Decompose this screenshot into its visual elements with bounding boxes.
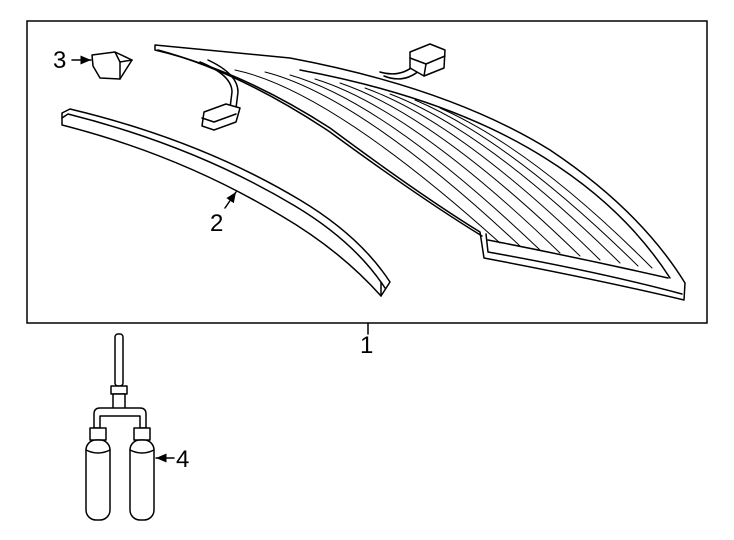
- harness-connector-lower: [201, 103, 241, 131]
- defroster-grid: [234, 69, 653, 269]
- adhesive-kit: [85, 333, 155, 521]
- assembly-frame: [26, 20, 708, 324]
- callout-2: 2: [210, 210, 223, 237]
- rear-window-glass: [154, 43, 686, 301]
- weatherstrip: [61, 108, 391, 297]
- harness-connector-upper: [409, 43, 446, 77]
- callout-2-leader: [224, 191, 237, 209]
- callout-4: 4: [176, 446, 189, 473]
- callout-1: 1: [360, 332, 373, 359]
- callout-3: 3: [53, 47, 66, 74]
- clip-part: [91, 51, 133, 80]
